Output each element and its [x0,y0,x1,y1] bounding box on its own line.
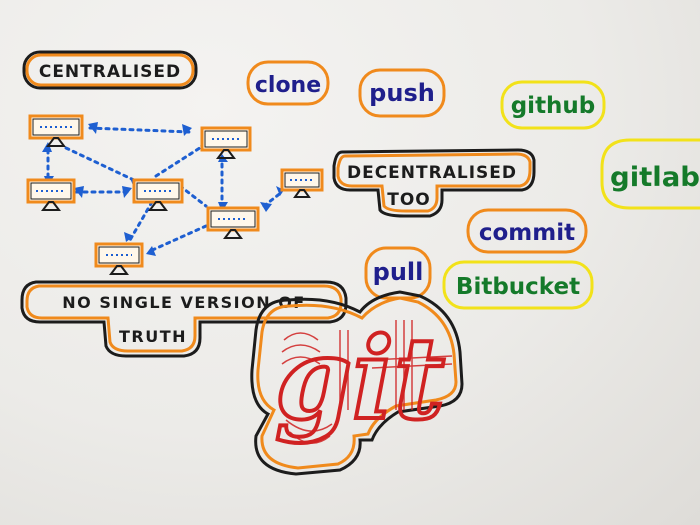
network-arrows [46,126,284,254]
decentralised-label-line1: DECENTRALISED [347,163,517,183]
push-callout: push [358,68,446,118]
commit-callout: commit [466,208,588,254]
git-logo-hatching [281,320,453,444]
no-single-label-line1: NO SINGLE VERSION OF [62,293,305,312]
no-single-label-line2: TRUTH [119,327,187,346]
bitbucket-label: Bitbucket [456,274,580,300]
computer-network-diagram [26,114,324,275]
computer-icon [132,178,184,211]
git-logo-text: git [275,314,445,445]
bitbucket-callout: Bitbucket [442,260,594,310]
git-logo: git [250,290,464,476]
no-single-version-callout: NO SINGLE VERSION OF TRUTH [20,280,348,358]
clone-callout: clone [246,60,330,106]
gitlab-callout: gitlab [600,138,700,210]
computer-icon [26,178,76,211]
gitlab-label: gitlab [610,162,700,193]
clone-label: clone [255,73,321,98]
centralised-callout: CENTRALISED [22,50,198,90]
push-label: push [369,79,435,107]
decentralised-label-line2: TOO [387,190,431,210]
pull-label: pull [373,258,424,286]
github-label: github [511,93,596,119]
computer-icon [280,168,324,198]
decentralised-callout: DECENTRALISED TOO [332,148,536,218]
github-callout: github [500,80,606,130]
computer-icon [94,242,144,275]
computer-icon [200,126,252,159]
centralised-label: CENTRALISED [39,62,181,82]
commit-label: commit [479,220,575,246]
pull-callout: pull [364,246,432,300]
computer-icon [206,206,260,239]
computer-icon [28,114,84,147]
